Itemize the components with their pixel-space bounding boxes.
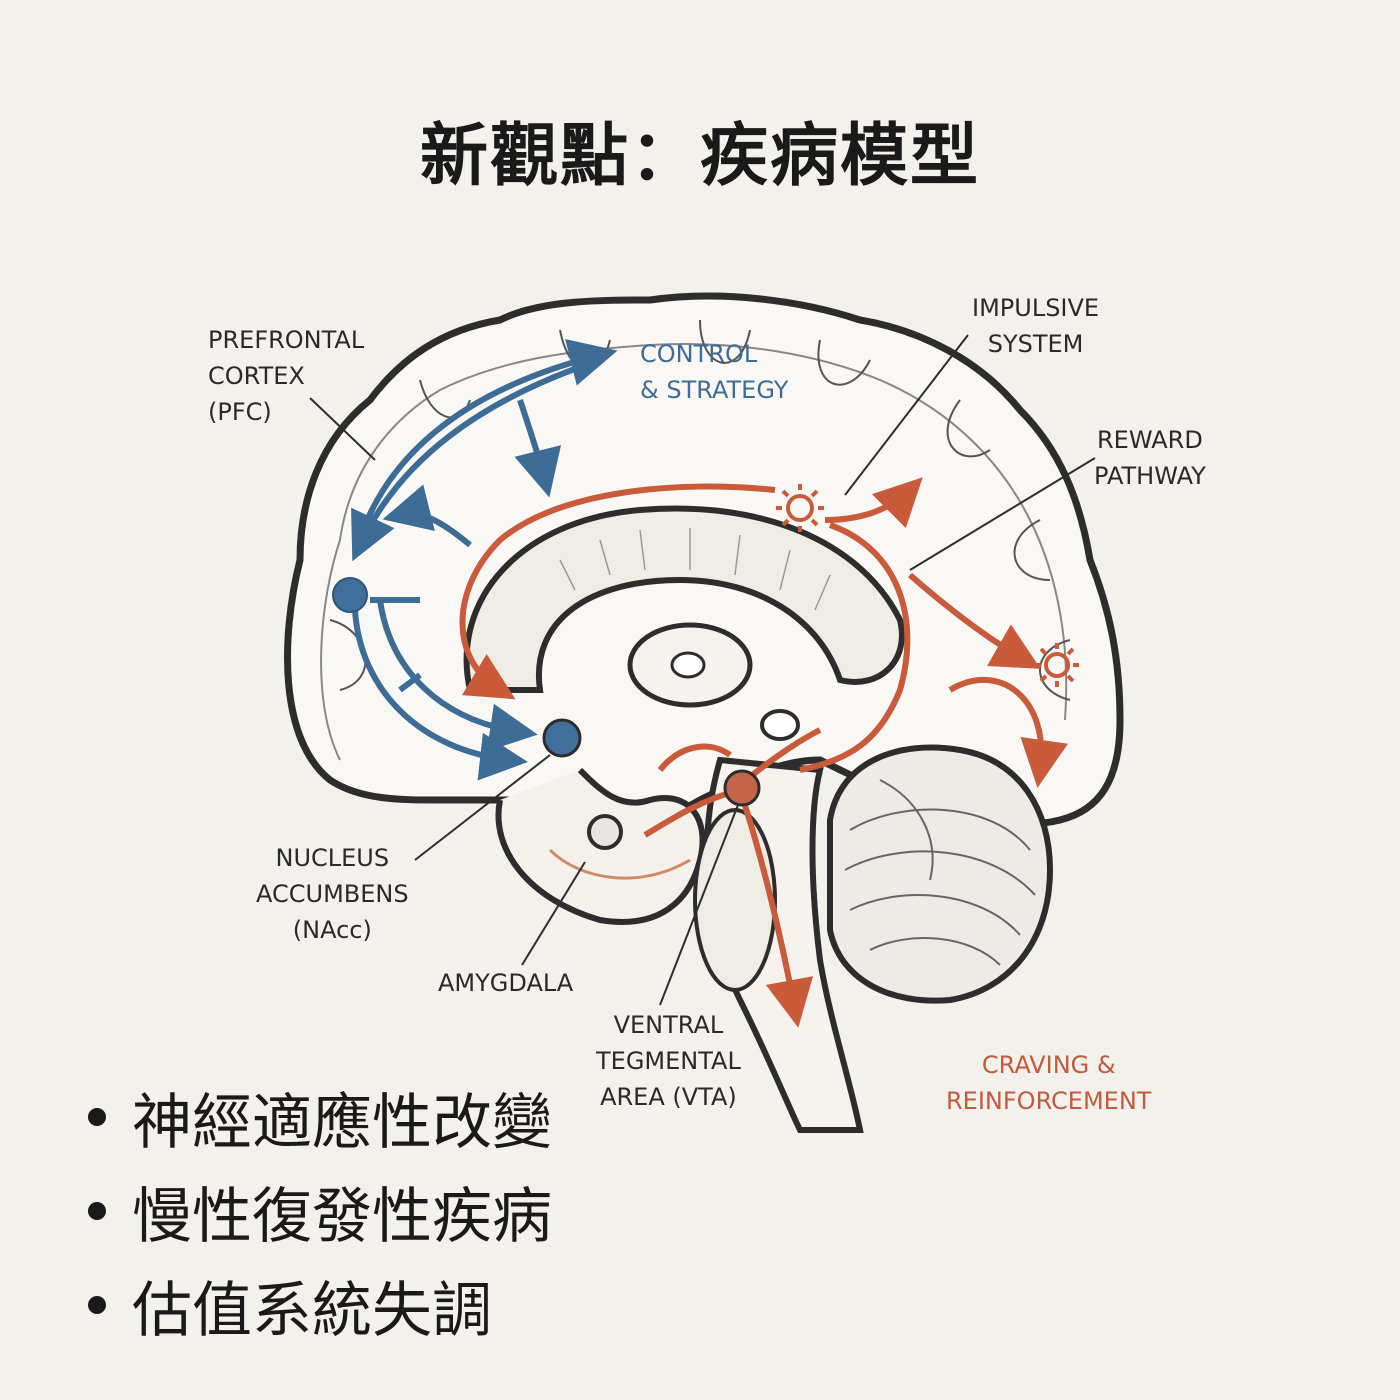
leader-lines [309, 334, 1096, 1006]
nacc-node [542, 718, 582, 758]
page-title: 新觀點：疾病模型 [419, 117, 980, 196]
label-amygdala: AMYGDALA [438, 969, 574, 997]
label-control-strategy: CONTROL & STRATEGY [640, 340, 789, 404]
bullet-item: 慢性復發性疾病 [80, 1164, 552, 1258]
bullet-item: 神經適應性改變 [80, 1070, 552, 1164]
label-craving-reinforcement: CRAVING & REINFORCEMENT [946, 1051, 1152, 1115]
bullet-text: 神經適應性改變 [132, 1087, 552, 1158]
label-prefrontal-cortex: PREFRONTAL CORTEX (PFC) [208, 326, 365, 426]
cerebellum-folia [844, 779, 1036, 966]
label-nucleus-accumbens: NUCLEUS ACCUMBENS (NAcc) [256, 844, 409, 944]
reward-pathway [459, 477, 1068, 1028]
control-pathway [351, 339, 618, 781]
bullet-text: 慢性復發性疾病 [132, 1181, 552, 1252]
vta-node [723, 769, 761, 807]
thalamus-center [670, 651, 706, 679]
bullet-list: 神經適應性改變 慢性復發性疾病 估值系統失調 [80, 1070, 552, 1352]
label-impulsive-system: IMPULSIVE SYSTEM [972, 294, 1100, 358]
bullet-item: 估值系統失調 [80, 1258, 552, 1352]
pfc-node [332, 577, 368, 613]
amygdala-node [587, 814, 623, 850]
cortex-inner-line [320, 343, 1068, 761]
cerebellum [827, 744, 1054, 1004]
bullet-text: 估值系統失調 [132, 1275, 492, 1346]
bullet-dot-icon [88, 1202, 106, 1220]
callosum-hatching [559, 528, 831, 611]
bullet-dot-icon [88, 1108, 106, 1126]
corpus-callosum [463, 505, 905, 693]
amygdala-shading [548, 848, 691, 880]
reward-hub-2-icon [1035, 643, 1079, 687]
pineal-region [760, 709, 800, 741]
pons [693, 808, 777, 992]
reward-hub-1-icon [776, 484, 824, 532]
label-reward-pathway: REWARD PATHWAY [1094, 426, 1206, 490]
label-vta: VENTRAL TEGMENTAL AREA (VTA) [596, 1011, 741, 1111]
bullet-dot-icon [88, 1296, 106, 1314]
